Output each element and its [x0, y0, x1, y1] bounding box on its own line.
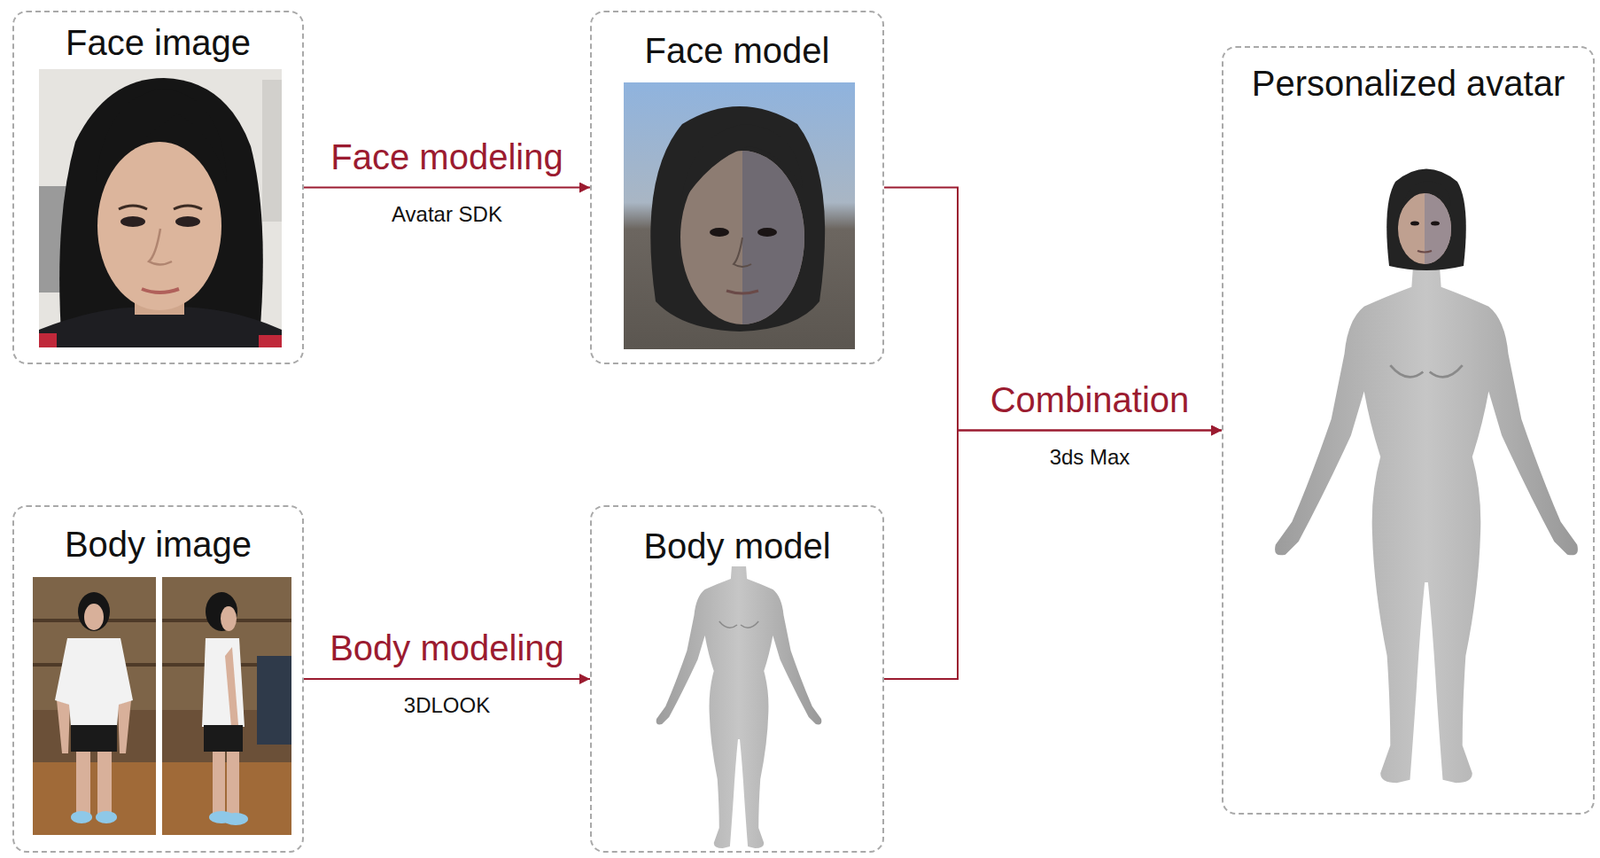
- photo-background: [38, 69, 282, 348]
- tool-label-holder: 3ds Max: [1049, 444, 1131, 471]
- face: [84, 603, 104, 630]
- dashed-panel: Face model: [590, 10, 885, 365]
- panel-title: Personalized avatar: [1223, 62, 1593, 104]
- nose: [733, 237, 752, 267]
- avatar-figure: [1274, 169, 1578, 784]
- avatar-body: [1274, 264, 1578, 783]
- photo-background: [162, 576, 292, 835]
- step-label: Body modeling: [329, 627, 565, 668]
- leg: [212, 751, 226, 814]
- flow-arrow: [303, 186, 591, 189]
- flow-arrow: [884, 430, 1222, 680]
- eye: [120, 216, 146, 227]
- arm: [225, 646, 240, 738]
- nose: [148, 228, 172, 265]
- mouth: [726, 290, 759, 294]
- body-photo-front: [32, 576, 156, 835]
- eye: [709, 227, 730, 237]
- hair: [650, 106, 825, 332]
- body-mesh: [656, 566, 823, 848]
- eyebrows: [118, 205, 202, 210]
- panel-title: Body model: [591, 525, 883, 567]
- sock: [223, 812, 249, 825]
- flow-arrow: [884, 187, 1222, 431]
- leg: [97, 751, 112, 814]
- edge-label-holder: Body modeling: [329, 627, 565, 668]
- floor: [32, 761, 156, 835]
- shirt: [54, 637, 133, 727]
- panel-title: Face model: [591, 30, 883, 71]
- mouth: [141, 288, 179, 293]
- panel-title: Face image: [14, 22, 303, 63]
- eye: [757, 227, 777, 237]
- face: [97, 141, 222, 311]
- avatar-hair: [1386, 169, 1467, 272]
- dashed-panel: Face image: [12, 10, 304, 365]
- tool-label-holder: 3DLOOK: [403, 692, 490, 719]
- photo-background: [32, 576, 156, 835]
- shorts: [70, 724, 117, 752]
- sock: [95, 810, 117, 824]
- tool-label-holder: Avatar SDK: [391, 201, 503, 228]
- shirt: [201, 637, 245, 727]
- dashed-panel: Body model: [590, 504, 885, 853]
- eye: [1410, 221, 1420, 226]
- render-background: [623, 82, 855, 350]
- hair: [77, 591, 110, 631]
- tool-name: Avatar SDK: [391, 201, 503, 228]
- hair: [205, 591, 238, 631]
- step-label: Face modeling: [330, 136, 563, 178]
- face-model-render: [623, 82, 855, 350]
- dashed-panel: Personalized avatar: [1221, 46, 1595, 815]
- fringe: [680, 124, 803, 206]
- eye: [175, 216, 201, 227]
- edge-label-holder: Combination: [990, 379, 1190, 420]
- background-object: [256, 655, 292, 745]
- tool-name: 3ds Max: [1049, 444, 1131, 471]
- fringe: [95, 88, 227, 182]
- leg: [226, 751, 240, 816]
- sock: [70, 810, 93, 824]
- edge-label-holder: Face modeling: [330, 136, 563, 178]
- shorts: [203, 724, 243, 752]
- shirt-detail: [258, 334, 282, 348]
- leg: [76, 751, 91, 814]
- avatar-fringe: [1399, 180, 1452, 213]
- panel-title: Body image: [14, 523, 303, 565]
- background-object: [262, 79, 282, 222]
- face: [220, 605, 237, 631]
- face-photo: [38, 69, 282, 348]
- flow-arrow: [303, 677, 591, 680]
- tool-name: 3DLOOK: [403, 692, 490, 719]
- avatar-face-shadow: [1424, 193, 1452, 265]
- body-photo-side: [162, 576, 292, 835]
- dashed-panel: Body image: [12, 504, 304, 853]
- eye: [1430, 221, 1440, 226]
- shirt-detail: [38, 333, 57, 348]
- step-label: Combination: [990, 379, 1190, 420]
- mouth: [1417, 250, 1432, 253]
- hair: [59, 77, 264, 348]
